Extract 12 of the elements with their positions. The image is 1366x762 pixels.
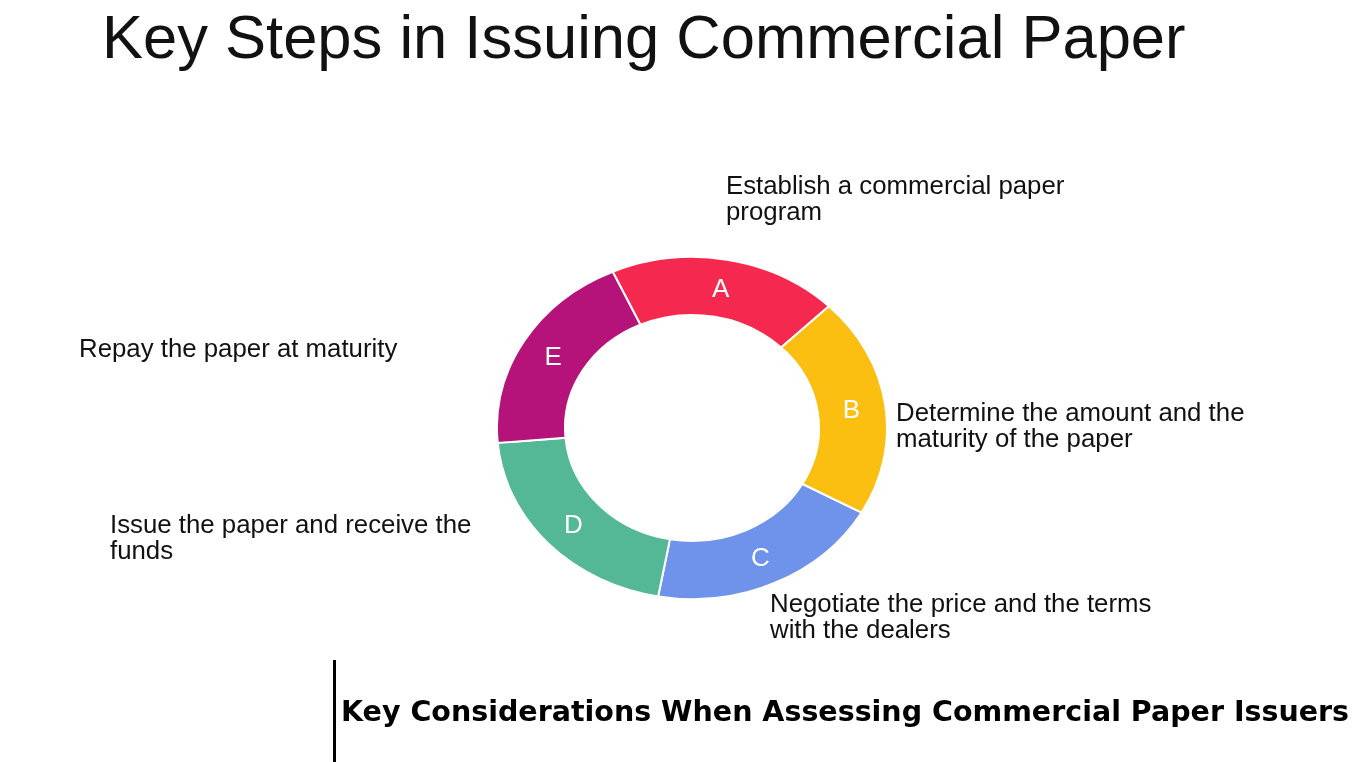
step-letter: A	[712, 275, 730, 302]
step-description: Issue the paper and receive the funds	[110, 511, 473, 563]
diagram-title: Key Steps in Issuing Commercial Paper	[102, 1, 1186, 73]
step-letter: E	[544, 342, 562, 369]
step-description: Determine the amount and the maturity of the paper	[896, 399, 1246, 451]
step-letter: D	[563, 510, 583, 537]
step-description: Repay the paper at maturity	[79, 335, 399, 361]
step-description: Establish a commercial paper program	[726, 172, 1066, 224]
section-heading: Key Considerations When Assessing Commercial Paper Issuers	[341, 695, 1350, 730]
step-letter: C	[751, 543, 770, 570]
step-description: Negotiate the price and the terms with the dealers	[770, 590, 1153, 642]
step-letter: B	[842, 395, 861, 422]
